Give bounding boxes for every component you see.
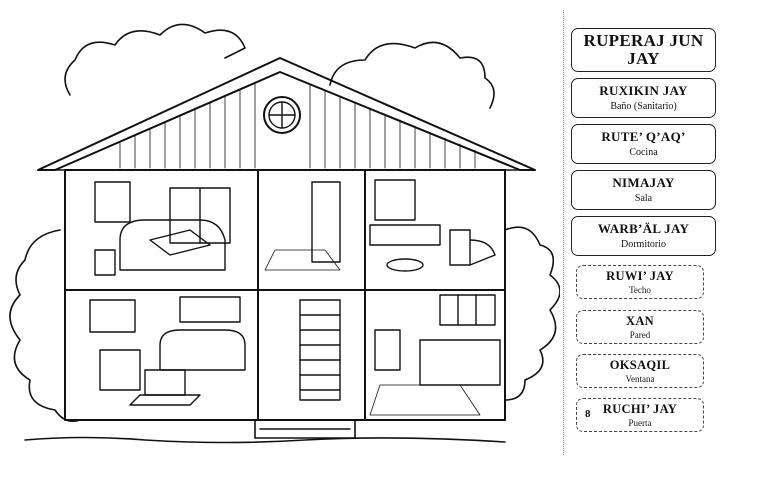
kitchen-drawing [369, 294, 501, 416]
label-main: WARB’ÄL JAY [597, 220, 690, 236]
label-card-bathroom: RUXIKIN JAY Baño (Sanitario) [571, 78, 716, 118]
label-card-wall: XAN Pared [576, 310, 704, 344]
background-clouds [9, 23, 560, 423]
label-card-bedroom: WARB’ÄL JAY Dormitorio [571, 216, 716, 256]
label-card-window: OKSAQIL Ventana [576, 354, 704, 388]
label-number: 8 [585, 408, 591, 420]
label-main: NIMAJAY [612, 174, 675, 190]
house-illustration [9, 23, 560, 444]
title-text: RUPERAJ JUN JAY [583, 31, 704, 68]
label-main: RUWI’ JAY [606, 268, 674, 283]
label-card-living-room: NIMAJAY Sala [571, 170, 716, 210]
label-sub: Sala [634, 192, 653, 204]
label-sub: Ventana [625, 373, 655, 384]
label-main: XAN [626, 313, 654, 328]
label-sub: Cocina [629, 146, 658, 158]
label-sub: Techo [629, 284, 651, 295]
label-main: RUTE’ Q’AQ’ [601, 128, 686, 144]
label-main: OKSAQIL [609, 357, 671, 372]
ground-line [24, 436, 506, 444]
label-card-roof: RUWI’ JAY Techo [576, 265, 704, 299]
label-sub: Dormitorio [621, 238, 666, 250]
worksheet-title: RUPERAJ JUN JAY [571, 28, 716, 72]
label-main: RUXIKIN JAY [599, 82, 688, 98]
label-card-door: 8 RUCHI’ JAY Puerta [576, 398, 704, 432]
label-main: RUCHI’ JAY [602, 401, 678, 416]
roof [37, 57, 536, 171]
label-sub: Puerta [628, 417, 652, 428]
living-room-drawing [89, 296, 246, 406]
staircase-drawing [254, 299, 356, 439]
house-frame [64, 169, 506, 421]
label-card-kitchen: RUTE’ Q’AQ’ Cocina [571, 124, 716, 164]
divider-line [563, 10, 564, 455]
label-sub: Baño (Sanitario) [610, 100, 677, 112]
hallway-upper [264, 181, 341, 271]
bathroom-drawing [369, 179, 496, 272]
bedroom-drawing [94, 181, 231, 276]
label-sub: Pared [629, 329, 651, 340]
